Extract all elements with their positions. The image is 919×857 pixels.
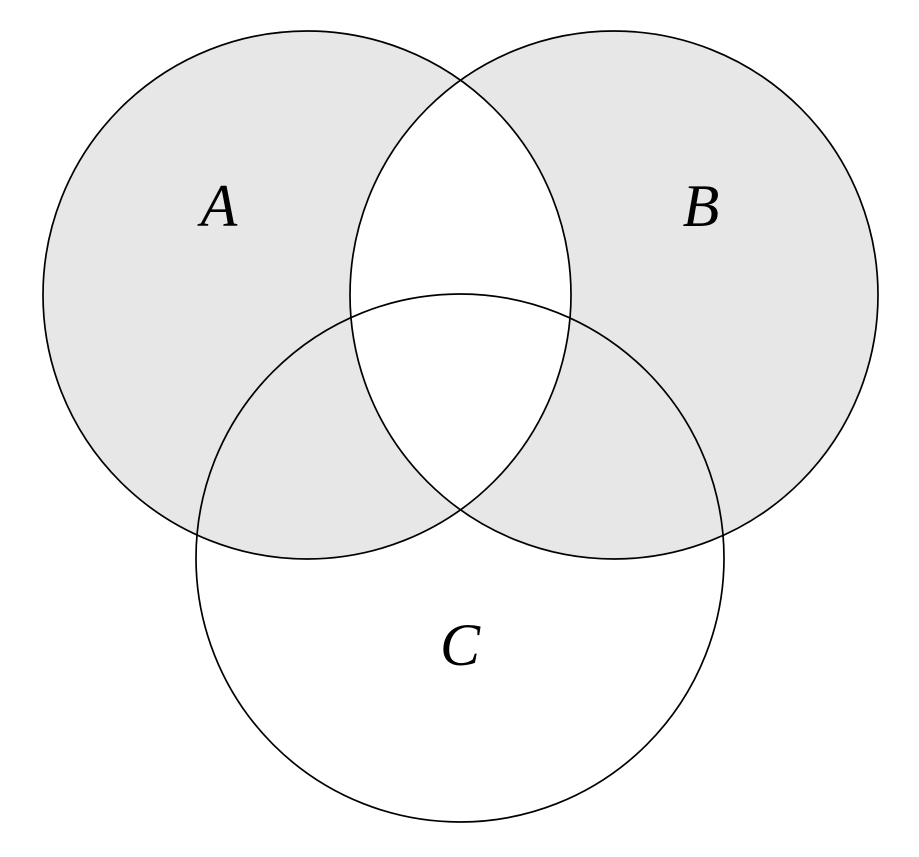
set-label-c: C (440, 612, 481, 678)
shaded-region-symmetric-difference-a-b (43, 31, 878, 559)
set-label-a: A (197, 173, 238, 239)
circle-c-outline (195, 293, 725, 823)
circle-a-outline (42, 30, 572, 560)
circle-b-outline (349, 30, 879, 560)
set-label-b: B (683, 173, 720, 239)
